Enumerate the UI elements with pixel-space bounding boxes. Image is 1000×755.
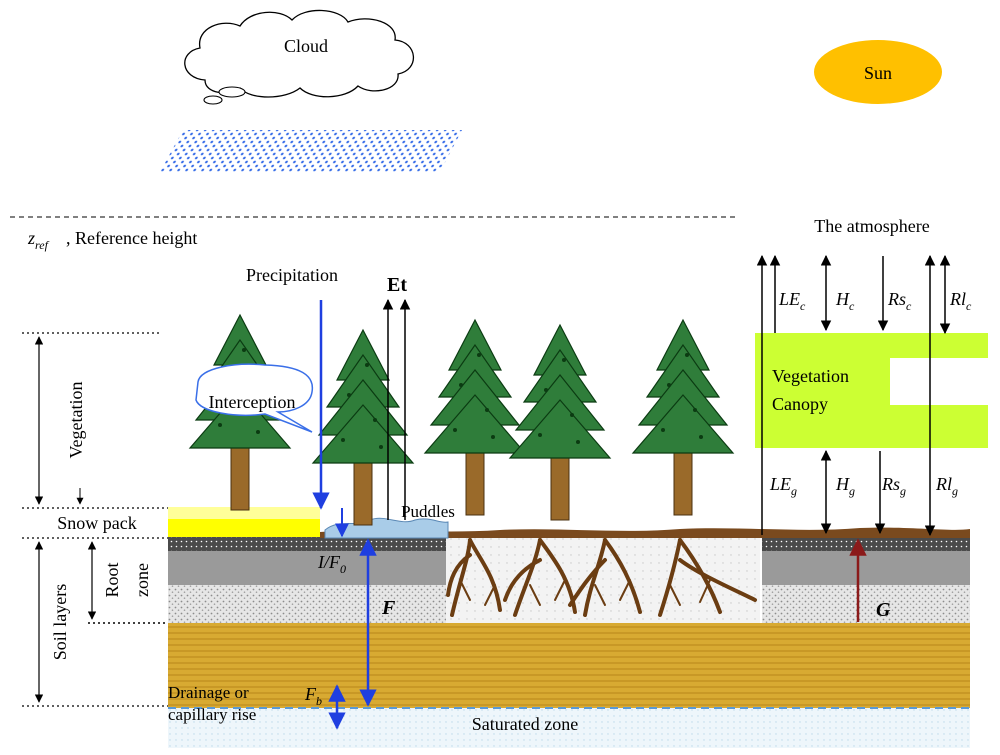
saturated-zone: [168, 708, 970, 748]
soil-layers-label: Soil layers: [50, 584, 70, 661]
canopy-label-line2: Canopy: [772, 394, 828, 414]
cloud-label: Cloud: [284, 36, 328, 56]
left-lower-root-layer: [168, 585, 446, 623]
fb-label: Fb: [304, 684, 322, 708]
saturated-zone-label: Saturated zone: [472, 714, 578, 734]
drainage-label-line1: Drainage or: [168, 683, 249, 702]
rs-c-label: Rsc: [887, 289, 912, 313]
canopy-label-line1: Vegetation: [772, 366, 849, 386]
cloud-icon: [184, 9, 415, 105]
h-c-label: Hc: [835, 289, 855, 313]
tree-icon: [509, 324, 611, 521]
left-topsoil: [168, 537, 446, 551]
puddle: [324, 517, 449, 539]
right-lower-root-layer: [762, 585, 970, 623]
deep-soil-layer: [168, 623, 970, 708]
right-root-layer: [762, 551, 970, 585]
f-label: F: [381, 597, 396, 619]
rl-c-label: Rlc: [949, 289, 972, 313]
infiltration-label: I/F0: [317, 552, 346, 576]
left-root-layer: [168, 551, 446, 585]
et-label: Et: [387, 274, 407, 296]
rl-g-label: Rlg: [935, 474, 958, 498]
reference-height-label: , Reference height: [66, 228, 197, 248]
puddles-label: Puddles: [401, 502, 455, 521]
zref-symbol: zref: [27, 228, 50, 252]
root-label: Root: [102, 562, 122, 597]
sun-icon: [814, 40, 942, 104]
rain-area: [160, 130, 462, 172]
snow-pack-top: [168, 507, 320, 519]
vegetation-label: Vegetation: [66, 382, 86, 459]
tree-roots: [446, 538, 757, 617]
snow-pack: [168, 519, 320, 537]
h-g-label: Hg: [835, 474, 855, 498]
rs-g-label: Rsg: [881, 474, 906, 498]
tree-icon: [632, 319, 734, 516]
sun-label: Sun: [864, 63, 892, 83]
interception-label: Interception: [209, 392, 296, 412]
atmosphere-label: The atmosphere: [814, 216, 929, 236]
snow-pack-label: Snow pack: [57, 513, 137, 533]
precipitation-label: Precipitation: [246, 265, 338, 285]
tree-icon: [424, 319, 526, 516]
drainage-label-line2: capillary rise: [168, 705, 256, 724]
g-label: G: [876, 599, 891, 621]
zone-label: zone: [132, 563, 152, 597]
right-topsoil: [762, 537, 970, 551]
vegetation-canopy: [755, 333, 988, 448]
ground-surface: [320, 527, 970, 538]
le-c-label: LEc: [778, 289, 806, 313]
energy-flux-arrows: [756, 254, 951, 537]
interception-callout: [195, 363, 314, 433]
le-g-label: LEg: [769, 474, 797, 498]
tree-icon: [312, 329, 414, 526]
